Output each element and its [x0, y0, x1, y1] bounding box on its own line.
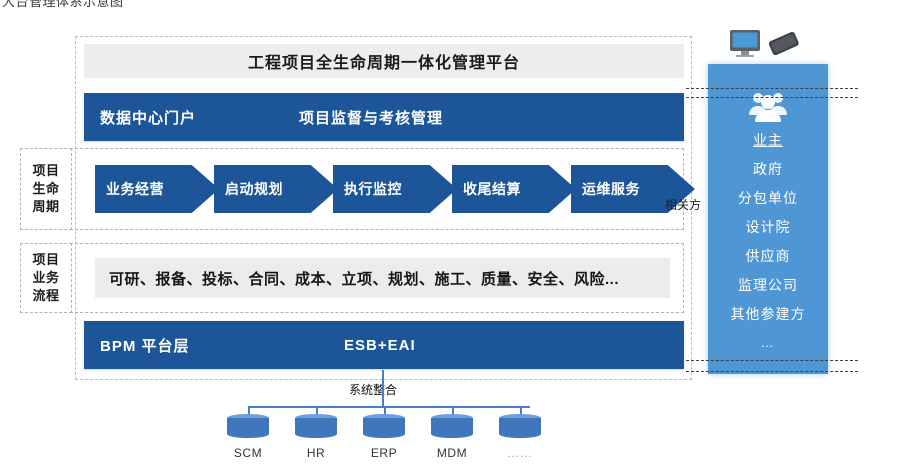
stakeholder-item-4[interactable]: 设计院: [745, 219, 791, 235]
connector-line-top-2: [686, 97, 858, 98]
bpm-platform-band: BPM 平台层 ESB+EAI: [84, 321, 684, 369]
stakeholder-item-7[interactable]: 其他参建方: [730, 306, 806, 322]
stakeholder-item-2[interactable]: 政府: [753, 161, 783, 177]
stakeholder-item-3[interactable]: 分包单位: [738, 190, 798, 206]
lifecycle-stage-5[interactable]: 运维服务: [571, 165, 695, 213]
stakeholder-note-label: 相关方: [665, 198, 702, 212]
business-process-items: 可研、报备、投标、合同、成本、立项、规划、施工、质量、安全、风险...: [109, 270, 620, 288]
database-icon: [431, 414, 473, 438]
data-center-portal-label: 数据中心门户: [100, 109, 197, 127]
system-node-hr[interactable]: HR: [293, 414, 339, 460]
mobile-phone-icon: [768, 31, 799, 56]
esb-eai-label: ESB+EAI: [344, 336, 416, 354]
lifecycle-stage-4[interactable]: 收尾结算: [452, 165, 576, 213]
system-node-more[interactable]: ……: [497, 414, 543, 460]
lifecycle-label-line3: 周期: [32, 199, 60, 214]
side-label-lifecycle: 项目 生命 周期: [20, 148, 72, 230]
desktop-monitor-icon: [730, 30, 760, 57]
tree-drop-5: [520, 406, 522, 416]
lifecycle-stage-1[interactable]: 业务经营: [95, 165, 219, 213]
system-node-mdm-label: MDM: [436, 446, 468, 460]
lifecycle-stage-5-label: 运维服务: [582, 181, 640, 197]
lifecycle-stage-3-label: 执行监控: [344, 181, 402, 197]
database-icon: [499, 414, 541, 438]
users-group-icon-svg: [749, 93, 787, 122]
stakeholder-item-5[interactable]: 供应商: [745, 248, 791, 264]
system-node-hr-label: HR: [306, 446, 326, 460]
system-node-mdm[interactable]: MDM: [429, 414, 475, 460]
stakeholder-item-6[interactable]: 监理公司: [738, 277, 798, 293]
device-icons: [728, 28, 808, 62]
lifecycle-stage-2-label: 启动规划: [225, 181, 283, 197]
lifecycle-label-line1: 项目: [32, 163, 60, 178]
system-integration-label: 系统整合: [349, 383, 398, 397]
users-group-icon: [708, 86, 828, 126]
database-icon: [227, 414, 269, 438]
system-integration-group: SCM HR ERP MDM ……: [215, 370, 575, 462]
system-node-more-label: ……: [507, 446, 533, 460]
system-node-erp[interactable]: ERP: [361, 414, 407, 460]
stakeholder-item-more: …: [760, 335, 776, 350]
bpm-platform-label: BPM 平台层: [100, 337, 190, 355]
process-label-line3: 流程: [32, 288, 60, 303]
stakeholder-panel: 业主 政府 分包单位 设计院 供应商 监理公司 其他参建方 …: [708, 64, 828, 374]
tree-stem: [382, 370, 384, 406]
lifecycle-stage-4-label: 收尾结算: [463, 181, 521, 197]
tree-drop-3: [384, 406, 386, 416]
page-title: 工程项目全生命周期一体化管理平台: [84, 44, 684, 78]
database-icon: [295, 414, 337, 438]
project-supervision-label: 项目监督与考核管理: [299, 109, 444, 127]
connector-line-top-1: [686, 88, 858, 89]
process-label-line1: 项目: [32, 252, 60, 267]
process-label-line2: 业务: [32, 270, 60, 285]
stakeholder-item-1[interactable]: 业主: [753, 132, 783, 148]
tree-horizontal-bar: [248, 406, 530, 408]
connector-line-bottom-2: [686, 371, 858, 372]
connector-line-bottom-1: [686, 360, 858, 361]
page-caption: 大台管理体系示意图: [2, 0, 124, 9]
tree-drop-4: [452, 406, 454, 416]
lifecycle-stage-1-label: 业务经营: [106, 181, 164, 197]
stakeholder-list: 业主 政府 分包单位 设计院 供应商 监理公司 其他参建方 …: [708, 130, 828, 350]
lifecycle-stage-3[interactable]: 执行监控: [333, 165, 457, 213]
database-icon: [363, 414, 405, 438]
side-label-process: 项目 业务 流程: [20, 243, 72, 313]
device-icons-svg: [730, 30, 799, 57]
lifecycle-stage-row: 业务经营 启动规划 执行监控 收尾结算 运维服务: [95, 165, 695, 213]
system-node-scm[interactable]: SCM: [225, 414, 271, 460]
system-node-scm-label: SCM: [233, 446, 263, 460]
tree-drop-2: [316, 406, 318, 416]
system-node-erp-label: ERP: [370, 446, 398, 460]
tree-drop-1: [248, 406, 250, 416]
business-process-bar: 可研、报备、投标、合同、成本、立项、规划、施工、质量、安全、风险...: [95, 258, 670, 298]
lifecycle-stage-2[interactable]: 启动规划: [214, 165, 338, 213]
data-center-band: 数据中心门户 项目监督与考核管理: [84, 93, 684, 141]
lifecycle-label-line2: 生命: [32, 181, 60, 196]
